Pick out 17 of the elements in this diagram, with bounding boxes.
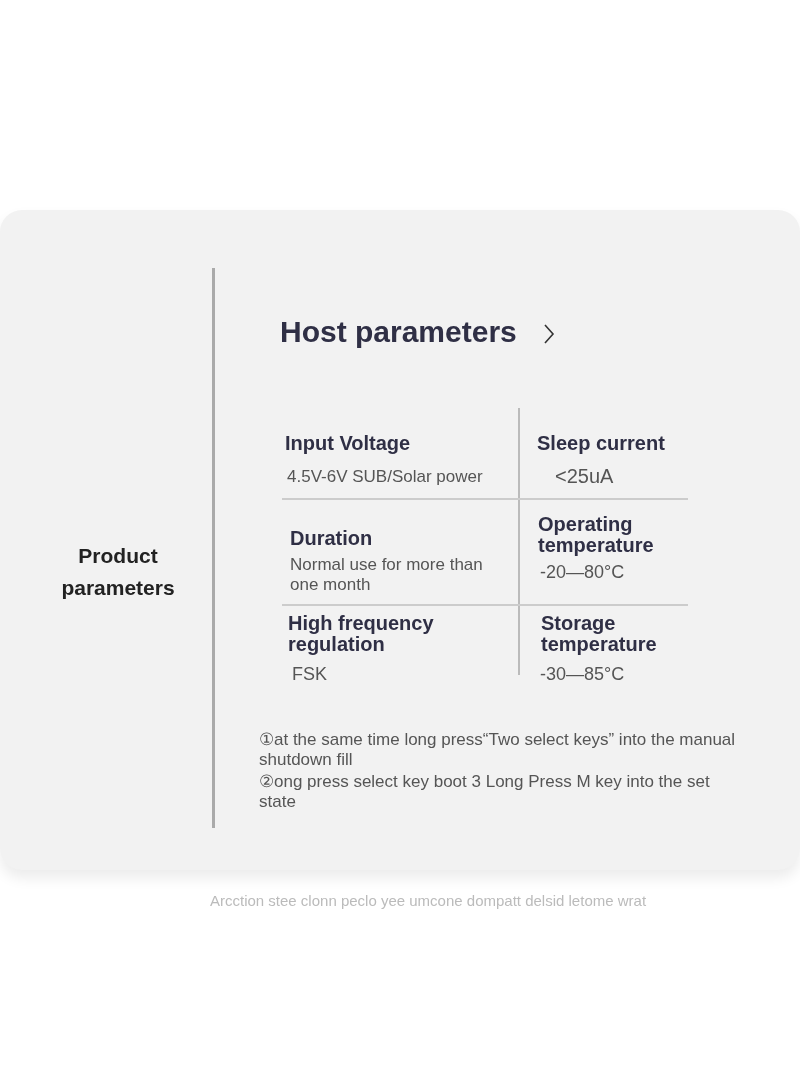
- parameter-value: FSK: [292, 664, 327, 685]
- parameter-name: High frequency regulation: [288, 613, 435, 655]
- parameter-value: 4.5V-6V SUB/Solar power: [287, 467, 483, 487]
- side-heading: Product parameters: [60, 543, 176, 601]
- footer-text: Arcction stee clonn peclo yee umcone dompatt delsid letome wrat: [210, 892, 647, 910]
- parameter-name: Duration: [290, 527, 373, 550]
- parameter-name: Sleep current: [537, 432, 665, 455]
- instruction-note: ①at the same time long press“Two select keys” into the manual shutdown fill: [259, 730, 737, 770]
- parameter-value: <25uA: [555, 465, 614, 488]
- parameter-name: Storage temperature: [541, 613, 658, 655]
- section-title: Host parameters: [280, 315, 517, 350]
- parameter-name: Input Voltage: [285, 432, 411, 455]
- instruction-note: ②ong press select key boot 3 Long Press M key into the set state: [259, 772, 711, 812]
- parameter-name: Operating temperature: [538, 514, 655, 556]
- parameter-value: -30—85°C: [540, 664, 625, 685]
- parameter-value: -20—80°C: [540, 562, 625, 583]
- parameter-value: Normal use for more than one month: [290, 555, 484, 595]
